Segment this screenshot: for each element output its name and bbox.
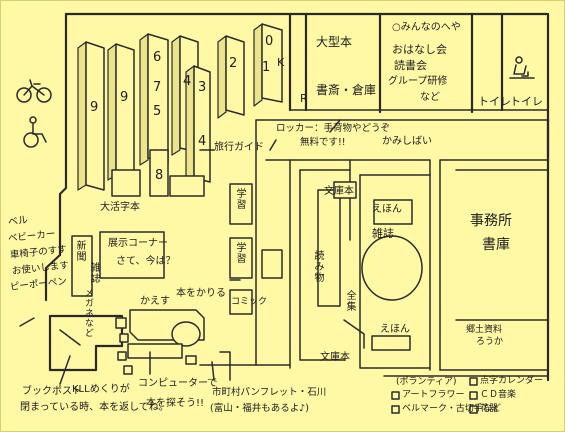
label-toilet-1: トイレ [478,95,511,108]
legend-cd: ＣＤ音楽 [480,390,517,400]
label-zenshu: 全集 [344,290,355,312]
wheelchair-drawing [23,116,47,148]
label-comic: コミック [231,297,268,307]
label-bunkobon-bottom: 文庫本 [320,352,350,363]
label-ehon-bottom: えほん [380,324,410,335]
label-kaminoshinai: かみしばい [382,136,432,147]
label-oogatabon: 大型本 [316,35,353,49]
label-shosho-shoko: 書斎・倉庫 [316,83,377,97]
legend-bellmark: ベルマーク・古切手など [402,404,501,414]
toilet-icon [508,54,536,82]
label-gakushu-2: 学習 [234,242,245,264]
label-pamphlet1: 市町村パンフレット・石川 [212,387,327,398]
label-shinbun: 新聞 [74,240,85,262]
label-computer: コンピューターで [138,378,218,389]
shelf-number: 7 [153,80,162,95]
shelf-number: 3 [198,80,207,95]
label-toilet-2: トイレ [510,95,543,108]
shelf-number: 9 [90,100,99,115]
shelf-number: 4 [198,134,207,149]
label-locker: ロッカー：手荷物やどうぞ [276,123,391,134]
label-zasshi-left: 雑誌 [88,262,99,284]
label-zasshi: 雑誌 [372,227,394,240]
label-jimusho: 事務所 [470,213,512,229]
legend-title: (ボランティア) [396,377,457,387]
label-locker-free: 無料です!! [300,137,346,148]
label-tenji-q: さて、今は？ [116,256,176,267]
label-minna-no-heya: ○みんなのへや [392,22,461,33]
label-ryokou-guide: 旅行ガイド [214,142,264,153]
label-kyodo2: ろうか [476,337,504,347]
label-book-post-note2: 閉まっている時、本を返してね。 [20,402,169,413]
shelf-number: 5 [153,104,162,119]
shelf-number: 8 [155,168,164,183]
label-group-kenshu: グループ研修 [388,76,448,87]
shelf-blocks [77,23,283,197]
toilet-drawing [509,56,535,79]
label-yomimono: 読み物 [312,250,323,283]
label-computer2: 本を探そう!! [146,398,205,409]
legend-hana: 花器 [480,404,499,414]
label-kariru: 本をかりる [176,288,226,299]
label-ohanabon: 大活字本 [100,202,140,213]
label-book-post: ブックポスト [22,386,82,397]
label-kasu: かえす [140,296,170,307]
wheelchair-icon [24,116,48,148]
shelf-number: 2 [229,56,238,71]
label-ehon-top: えほん [372,204,402,215]
shelf-number: K [277,56,285,69]
bicycle-icon-drawing [16,79,52,103]
bicycle-icon [16,78,52,104]
legend-calendar: 点字カレンダー [480,376,544,386]
label-shoko2: 書庫 [482,237,510,253]
label-bunkobon-top: 文庫本 [324,186,354,197]
label-nado: など [420,92,440,103]
shelf-number: 6 [153,50,162,65]
shelf-number: 9 [120,90,129,105]
label-dokushokai: 読書会 [394,59,427,72]
label-megane: メガネなど [82,288,93,338]
shelf-number: 4 [183,74,192,89]
label-kyodo: 郷土資料 [466,325,503,335]
shelf-number: 1 [262,60,271,75]
label-book-post-note1: KLLめくりが [72,384,130,395]
label-gakushu-1: 学習 [234,188,245,210]
label-ohanashikai: おはなし会 [392,43,447,56]
legend-flower: アートフラワー [402,390,465,400]
label-pamphlet2: (富山・福井もあるよ♪) [210,403,309,414]
label-tenji-corner: 展示コーナー [108,238,168,249]
shelf-number: 0 [265,34,274,49]
shelf-number: R [300,92,308,105]
